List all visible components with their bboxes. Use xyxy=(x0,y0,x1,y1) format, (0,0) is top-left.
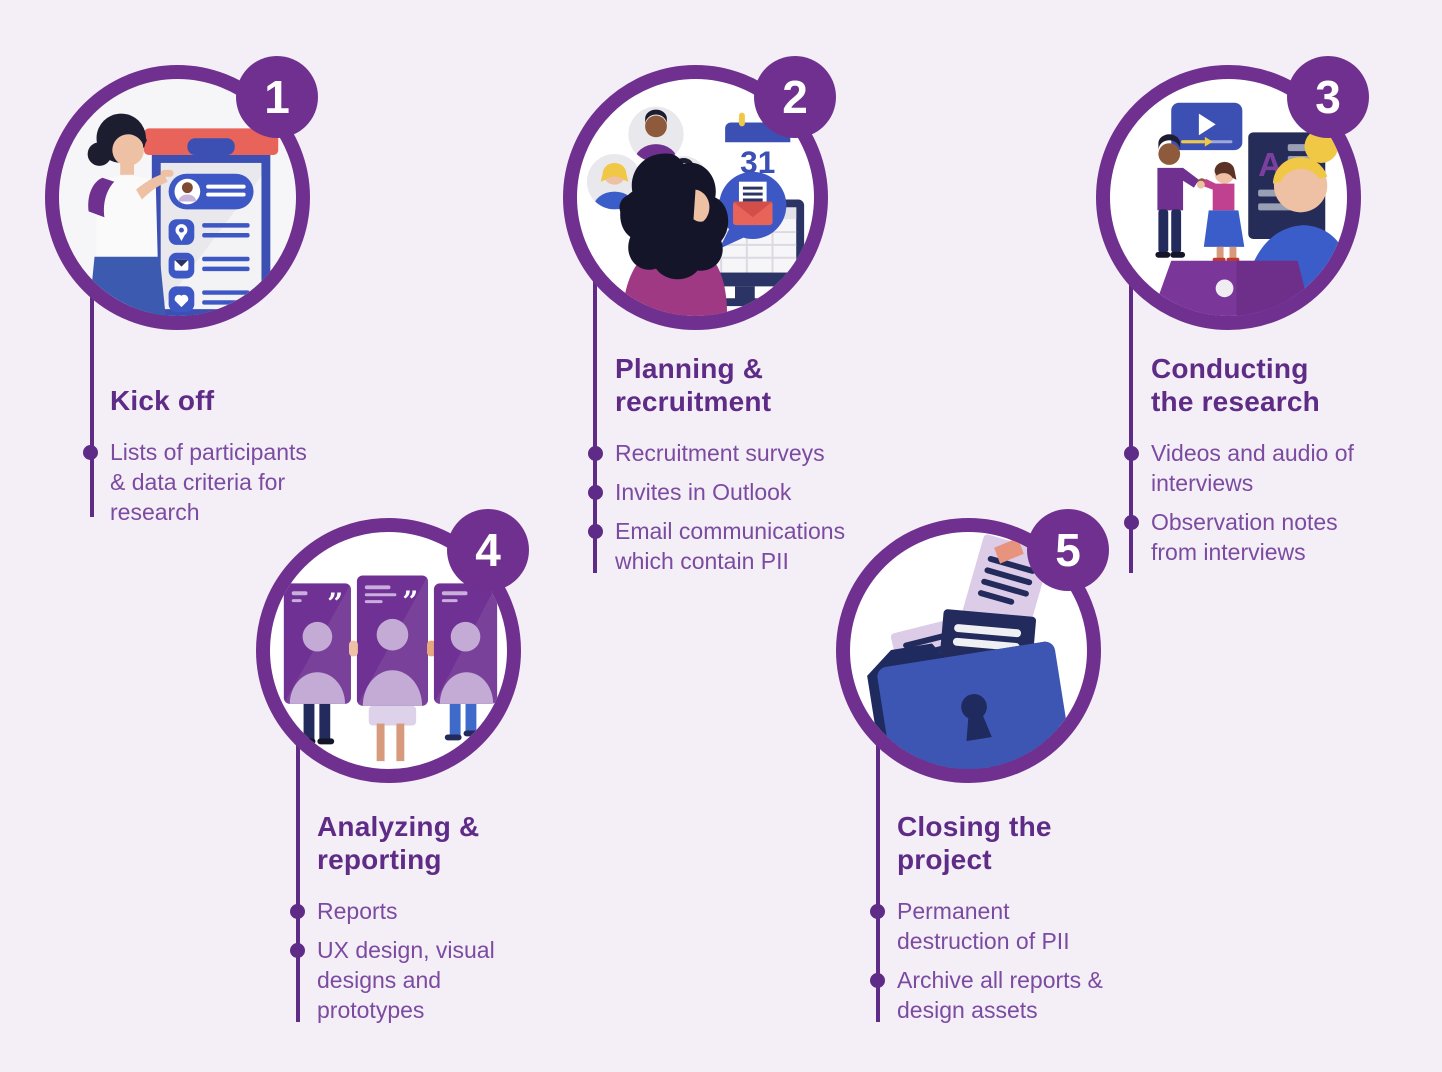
bullet-item: Lists of participants & data criteria fo… xyxy=(83,437,370,527)
kickoff-illustration xyxy=(87,113,279,316)
step-1-title: Kick off xyxy=(110,385,215,416)
person-figure xyxy=(87,113,174,316)
step-2-text: Planning & recruitment Recruitment surve… xyxy=(588,352,915,585)
conducting-illustration: A xyxy=(1151,102,1347,316)
closing-illustration xyxy=(867,534,1071,769)
step-1-bullet-list: Lists of participants & data criteria fo… xyxy=(83,437,370,527)
hand-fingertip xyxy=(994,537,1024,564)
left-persona-card: ” xyxy=(283,583,351,745)
step-3-bullet-list: Videos and audio of interviews Observati… xyxy=(1124,438,1436,567)
video-player-icon xyxy=(1171,102,1243,151)
person-back-view xyxy=(619,153,729,316)
step-1-text: Kick off Lists of participants & data cr… xyxy=(83,384,370,536)
planning-illustration: 31 xyxy=(586,106,805,316)
step-2-title: Planning & recruitment xyxy=(615,353,772,417)
step-4-title: Analyzing & reporting xyxy=(317,811,480,875)
bullet-item: UX design, visual designs and prototypes xyxy=(290,935,577,1025)
step-2-number-badge: 2 xyxy=(754,56,836,138)
step-5-connector-line xyxy=(876,744,880,1022)
step-5-number-badge: 5 xyxy=(1027,509,1109,591)
bullet-item: Recruitment surveys xyxy=(588,438,915,468)
step-3-circle: A xyxy=(1096,65,1361,330)
step-5-bullet-list: Permanent destruction of PII Archive all… xyxy=(870,896,1182,1025)
bullet-item: Reports xyxy=(290,896,577,926)
researcher-with-laptop xyxy=(1151,129,1347,316)
step-3-connector-line xyxy=(1129,284,1133,573)
step-3-text: Conducting the research Videos and audio… xyxy=(1124,352,1436,576)
bullet-item: Archive all reports & design assets xyxy=(870,965,1182,1025)
bullet-item: Email communications which contain PII xyxy=(588,516,915,576)
step-2-bullet-list: Recruitment surveys Invites in Outlook E… xyxy=(588,438,915,576)
bullet-item: Observation notes from interviews xyxy=(1124,507,1436,567)
step-2-connector-line xyxy=(593,281,597,573)
interviewer-figure xyxy=(1155,134,1207,258)
bullet-item: Permanent destruction of PII xyxy=(870,896,1182,956)
step-1-number-badge: 1 xyxy=(236,56,318,138)
locked-folder-icon xyxy=(867,641,1071,769)
step-4-connector-line xyxy=(296,744,300,1022)
analyzing-illustration: ” ” xyxy=(283,575,498,768)
svg-text:”: ” xyxy=(402,585,418,618)
step-4-number-badge: 4 xyxy=(447,509,529,591)
bullet-item: Invites in Outlook xyxy=(588,477,915,507)
clipboard-icon xyxy=(143,128,279,316)
interviewee-figure xyxy=(1196,161,1245,263)
step-3-number-badge: 3 xyxy=(1287,56,1369,138)
step-1-connector-line xyxy=(90,296,94,517)
step-3-title: Conducting the research xyxy=(1151,353,1320,417)
right-persona-card xyxy=(433,583,498,741)
step-5-title: Closing the project xyxy=(897,811,1052,875)
svg-text:”: ” xyxy=(327,587,343,620)
step-5-text: Closing the project Permanent destructio… xyxy=(870,810,1182,1034)
step-4-text: Analyzing & reporting Reports UX design,… xyxy=(290,810,577,1034)
bullet-item: Videos and audio of interviews xyxy=(1124,438,1436,498)
email-bubble-icon xyxy=(719,171,787,249)
step-4-bullet-list: Reports UX design, visual designs and pr… xyxy=(290,896,577,1025)
center-persona-card: ” xyxy=(349,575,436,768)
